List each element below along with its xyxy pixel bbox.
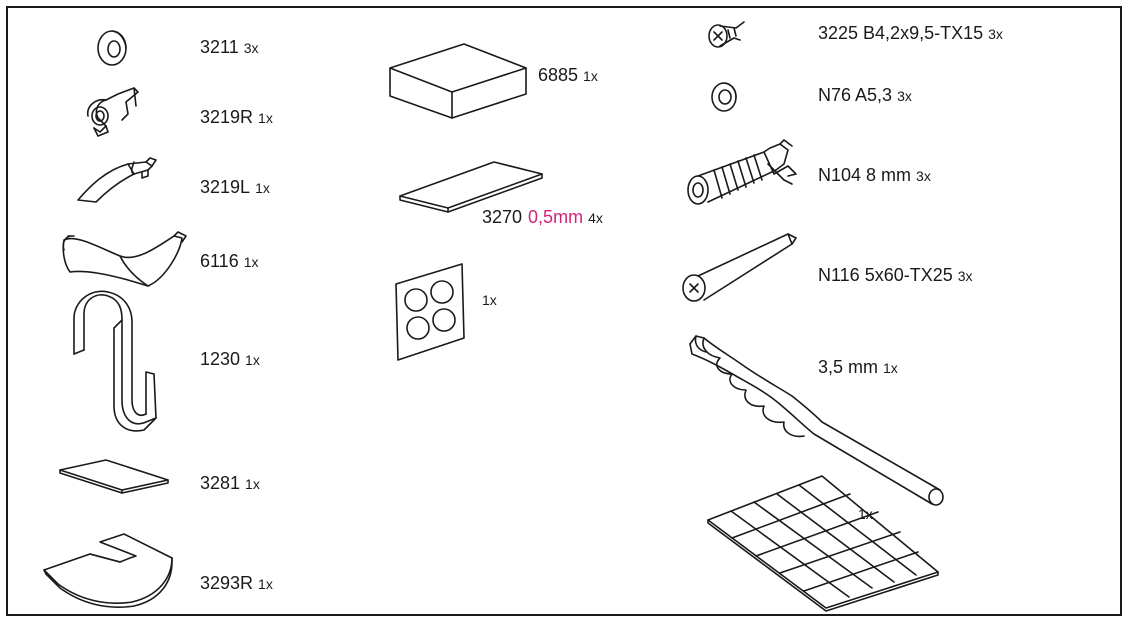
part-quantity: 3x	[243, 40, 259, 56]
curved-bar-icon	[62, 231, 187, 287]
part-quantity: 3x	[957, 268, 973, 284]
part-label-round-pads: 1x	[482, 288, 497, 311]
thickness-highlight: 0,5mm	[528, 207, 584, 227]
part-quantity: 1x	[258, 576, 273, 592]
washer-cap-icon	[97, 30, 127, 66]
part-quantity: 1x	[583, 68, 598, 84]
part-code: 6116	[200, 251, 239, 271]
part-code: 3211	[200, 37, 239, 57]
drill-bit-icon	[689, 335, 944, 506]
block-icon	[389, 43, 527, 119]
part-quantity: 1x	[883, 360, 898, 376]
clip-left-icon	[77, 157, 157, 203]
part-quantity: 1x	[245, 476, 260, 492]
part-quantity: 1x	[245, 352, 260, 368]
part-quantity: 4x	[588, 210, 603, 226]
part-quantity: 1x	[255, 180, 270, 196]
part-code: 6885	[538, 65, 579, 85]
part-code: 3219L	[200, 177, 251, 197]
part-code: 3219R	[200, 107, 254, 127]
washer-icon	[711, 82, 737, 112]
part-quantity: 1x	[482, 292, 497, 308]
screw-long-icon	[682, 233, 797, 302]
part-code: N104 8 mm	[818, 165, 912, 185]
part-label-square-pads: 1x	[858, 502, 873, 525]
part-code: N76 A5,3	[818, 85, 893, 105]
part-code: 3225 B4,2x9,5-TX15	[818, 23, 984, 43]
clip-right-icon	[86, 87, 139, 137]
part-code: 3270	[482, 207, 523, 227]
part-code: 3281	[200, 473, 241, 493]
part-code: 3293R	[200, 573, 254, 593]
part-quantity: 1x	[258, 110, 273, 126]
round-pad-sheet-icon	[395, 263, 465, 361]
flat-pad-icon	[59, 459, 169, 494]
screw-short-icon	[708, 21, 745, 48]
part-quantity: 3x	[988, 26, 1003, 42]
parts-sheet-frame	[6, 6, 1122, 616]
square-pad-sheet-icon	[707, 475, 939, 612]
part-quantity: 1x	[858, 506, 873, 522]
s-hook-icon	[73, 290, 157, 432]
part-quantity: 1x	[243, 254, 259, 270]
part-quantity: 3x	[897, 88, 912, 104]
wall-plug-icon	[687, 139, 797, 205]
part-quantity: 3x	[916, 168, 931, 184]
part-code: 1230	[200, 349, 241, 369]
shim-strip-icon	[399, 161, 543, 213]
part-code: 3,5 mm	[818, 357, 879, 377]
slotted-plate-icon	[43, 533, 173, 608]
part-code: N116 5x60-TX25	[818, 265, 953, 285]
